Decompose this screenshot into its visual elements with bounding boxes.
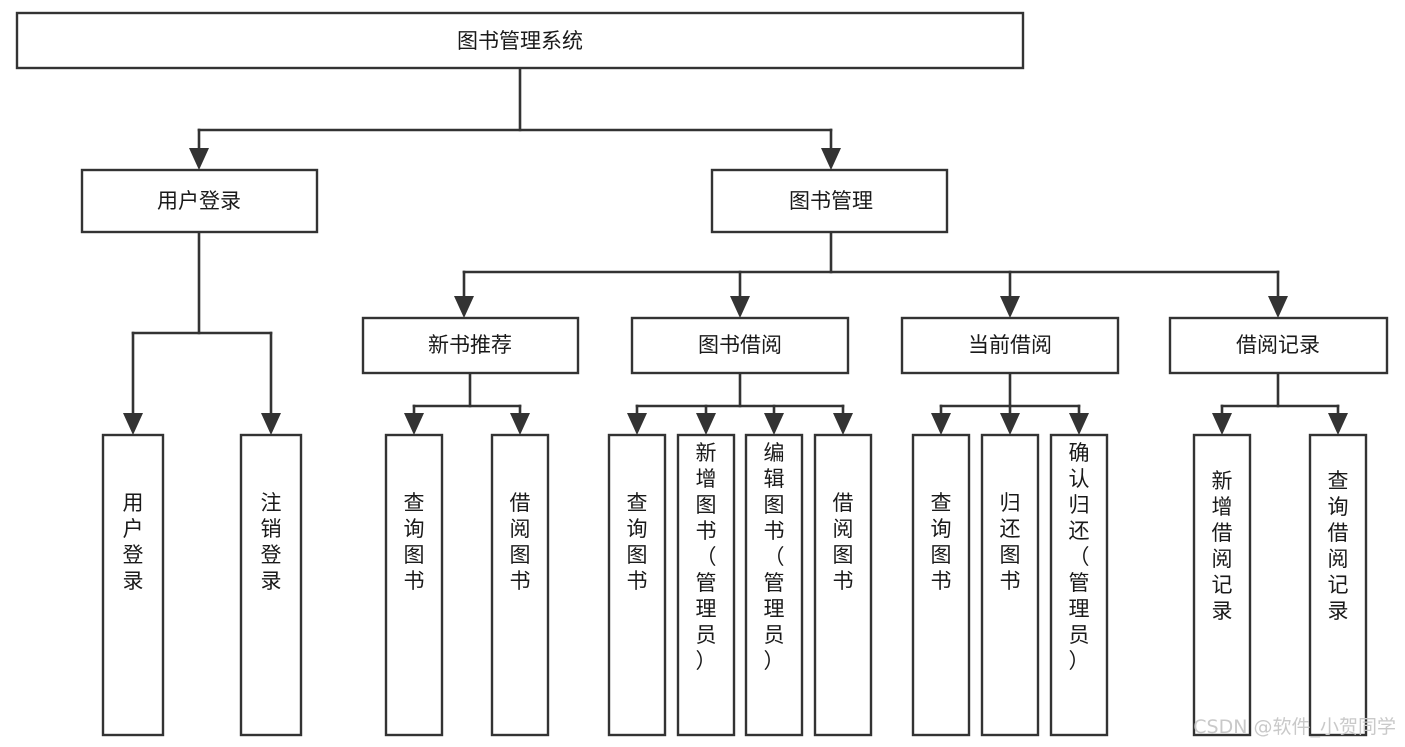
leaf-edit-book-box[interactable] [744, 433, 804, 737]
leaf-confirm-return[interactable]: 确认归还（管理员） [1049, 433, 1109, 737]
arrow-leaf-query-book-1-icon [404, 413, 424, 435]
arrow-to-new-book-icon [454, 296, 474, 318]
arrow-leaf-borrow-book-1-icon [510, 413, 530, 435]
node-new-book-recommend-label: 新书推荐 [428, 333, 512, 357]
node-new-book-recommend-box[interactable] [361, 316, 580, 375]
node-root[interactable]: 图书管理系统 [15, 11, 1025, 70]
arrow-leaf-query-book-3-icon [931, 413, 951, 435]
arrow-leaf-user-logout-icon [261, 413, 281, 435]
node-borrow-record-label: 借阅记录 [1236, 333, 1320, 357]
arrow-leaf-query-record-icon [1328, 413, 1348, 435]
leaf-query-book-3[interactable]: 查询图书 [911, 433, 971, 737]
leaf-user-login-box[interactable] [101, 433, 165, 737]
leaf-borrow-book-2-label: 借阅图书 [833, 491, 854, 593]
leaf-add-book[interactable]: 新增图书（管理员） [676, 433, 736, 737]
arrow-to-book-manage-icon [821, 148, 841, 170]
leaf-add-record-label: 新增借阅记录 [1212, 469, 1233, 623]
leaf-edit-book[interactable]: 编辑图书（管理员） [744, 433, 804, 737]
arrow-leaf-user-login-icon [123, 413, 143, 435]
arrow-to-user-login-icon [189, 148, 209, 170]
leaf-edit-book-label: 编辑图书（管理员） [764, 441, 785, 673]
node-user-login[interactable]: 用户登录 [80, 168, 319, 234]
leaf-borrow-book-1[interactable]: 借阅图书 [490, 433, 550, 737]
leaf-add-record[interactable]: 新增借阅记录 [1192, 433, 1252, 737]
arrow-to-current-borrow-icon [1000, 296, 1020, 318]
node-user-login-box[interactable] [80, 168, 319, 234]
arrow-leaf-query-book-2-icon [627, 413, 647, 435]
leaf-borrow-book-1-box[interactable] [490, 433, 550, 737]
arrow-leaf-confirm-return-icon [1069, 413, 1089, 435]
node-current-borrow-box[interactable] [900, 316, 1120, 375]
leaf-query-record[interactable]: 查询借阅记录 [1308, 433, 1368, 737]
node-book-manage-box[interactable] [710, 168, 949, 234]
arrow-to-book-borrow-icon [730, 296, 750, 318]
leaf-query-book-1-label: 查询图书 [404, 491, 425, 593]
leaf-confirm-return-box[interactable] [1049, 433, 1109, 737]
node-book-borrow-box[interactable] [630, 316, 850, 375]
arrow-to-borrow-record-icon [1268, 296, 1288, 318]
leaf-add-record-box[interactable] [1192, 433, 1252, 737]
node-new-book-recommend[interactable]: 新书推荐 [361, 316, 580, 375]
arrow-leaf-borrow-book-2-icon [833, 413, 853, 435]
leaf-query-book-1-box[interactable] [384, 433, 444, 737]
node-borrow-record-box[interactable] [1168, 316, 1389, 375]
leaf-query-book-2-box[interactable] [607, 433, 667, 737]
leaf-borrow-book-2[interactable]: 借阅图书 [813, 433, 873, 737]
leaf-add-book-label: 新增图书（管理员） [696, 441, 717, 673]
leaf-user-login-label: 用户登录 [123, 491, 144, 593]
node-book-borrow[interactable]: 图书借阅 [630, 316, 850, 375]
arrow-leaf-add-book-icon [696, 413, 716, 435]
arrow-leaf-add-record-icon [1212, 413, 1232, 435]
leaf-user-logout[interactable]: 注销登录 [239, 433, 303, 737]
leaf-query-book-1[interactable]: 查询图书 [384, 433, 444, 737]
leaf-borrow-book-1-label: 借阅图书 [510, 491, 531, 593]
leaf-return-book-box[interactable] [980, 433, 1040, 737]
leaf-user-logout-label: 注销登录 [261, 491, 282, 593]
node-book-manage-label: 图书管理 [789, 189, 873, 213]
arrow-leaf-edit-book-icon [764, 413, 784, 435]
connector-layer [123, 66, 1348, 435]
leaf-confirm-return-label: 确认归还（管理员） [1069, 441, 1090, 673]
leaf-borrow-book-2-box[interactable] [813, 433, 873, 737]
node-book-borrow-label: 图书借阅 [698, 333, 782, 357]
leaf-user-logout-box[interactable] [239, 433, 303, 737]
leaf-query-book-3-box[interactable] [911, 433, 971, 737]
node-root-box[interactable] [15, 11, 1025, 70]
node-current-borrow[interactable]: 当前借阅 [900, 316, 1120, 375]
leaf-query-book-3-label: 查询图书 [931, 491, 952, 593]
leaf-add-book-box[interactable] [676, 433, 736, 737]
leaf-return-book-label: 归还图书 [1000, 491, 1021, 593]
node-user-login-label: 用户登录 [157, 189, 241, 213]
leaf-query-record-label: 查询借阅记录 [1328, 469, 1349, 623]
node-book-manage[interactable]: 图书管理 [710, 168, 949, 234]
leaf-query-book-2[interactable]: 查询图书 [607, 433, 667, 737]
node-current-borrow-label: 当前借阅 [968, 333, 1052, 357]
leaf-query-book-2-label: 查询图书 [627, 491, 648, 593]
arrow-leaf-return-book-icon [1000, 413, 1020, 435]
csdn-watermark: CSDN @软件_小贺同学 [1193, 716, 1396, 738]
leaf-query-record-box[interactable] [1308, 433, 1368, 737]
node-borrow-record[interactable]: 借阅记录 [1168, 316, 1389, 375]
leaf-user-login[interactable]: 用户登录 [101, 433, 165, 737]
node-root-label: 图书管理系统 [457, 29, 583, 53]
leaf-return-book[interactable]: 归还图书 [980, 433, 1040, 737]
